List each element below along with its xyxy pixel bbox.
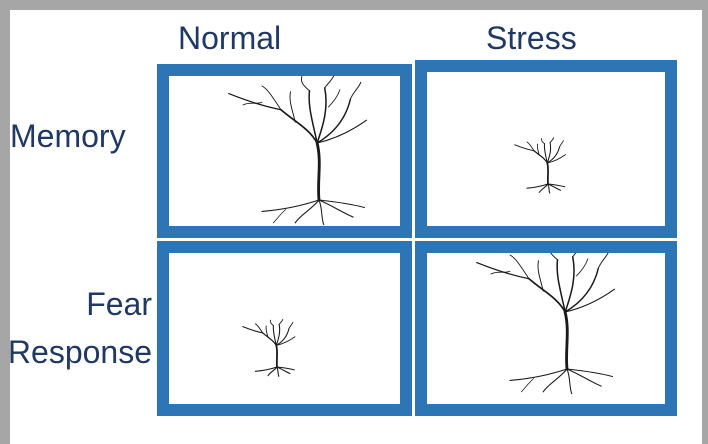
neuron-small-illustration bbox=[427, 72, 665, 226]
panel-memory-stress bbox=[415, 60, 677, 238]
neuron-small-illustration bbox=[169, 253, 400, 404]
column-label-normal: Normal bbox=[178, 22, 281, 54]
neuron-large-illustration bbox=[427, 253, 665, 404]
row-label-memory: Memory bbox=[10, 120, 126, 152]
frame-right bbox=[702, 0, 708, 444]
panel-memory-normal bbox=[157, 64, 412, 238]
neuron-large-illustration bbox=[169, 76, 400, 226]
column-label-stress: Stress bbox=[486, 22, 577, 54]
row-label-fear-line1: Fear bbox=[86, 288, 152, 320]
frame-top bbox=[0, 0, 708, 10]
panel-fear-stress bbox=[415, 241, 677, 416]
panel-fear-normal bbox=[157, 241, 412, 416]
row-label-fear-line2: Response bbox=[8, 336, 152, 368]
frame-left bbox=[0, 0, 10, 444]
